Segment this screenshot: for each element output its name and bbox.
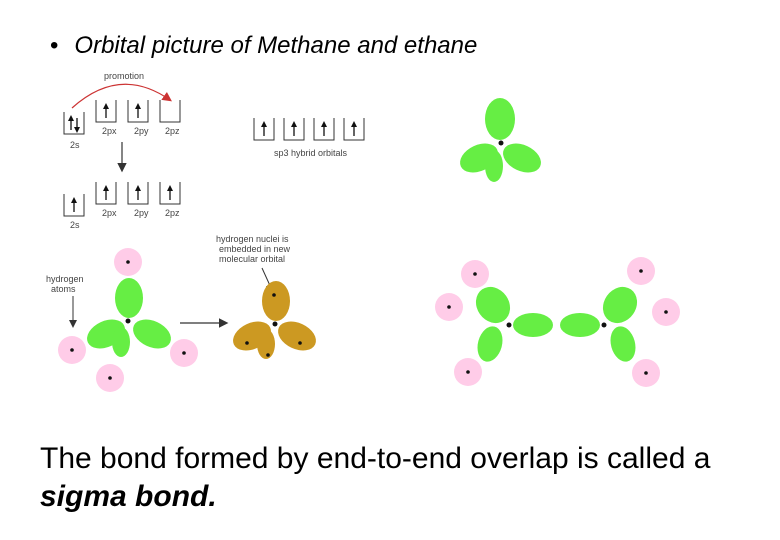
slide-title: • Orbital picture of Methane and ethane (50, 32, 477, 60)
orbital-label-2py-excited: 2py (134, 208, 149, 218)
orbital-label-2px: 2px (102, 126, 117, 136)
orbital-label-2pz: 2pz (165, 126, 180, 136)
promotion-label: promotion (104, 71, 144, 81)
caption: The bond formed by end-to-end overlap is… (40, 440, 760, 516)
embedded-label-2: embedded in new (219, 244, 291, 254)
embedded-label-1: hydrogen nuclei is (216, 234, 289, 244)
title-text: Orbital picture of Methane and ethane (74, 32, 478, 59)
orbital-label-2s-excited: 2s (70, 220, 80, 230)
methane-green (58, 248, 198, 392)
caption-emphasis: sigma bond. (40, 480, 217, 513)
orbital-label-2pz-excited: 2pz (165, 208, 180, 218)
ethane-diagram (435, 257, 680, 387)
promotion-arrow (71, 83, 172, 109)
hydrogen-atoms-label-1: hydrogen (46, 274, 84, 284)
methane-brown (233, 281, 316, 359)
caption-text: The bond formed by end-to-end overlap is… (40, 442, 711, 475)
orbital-label-2py: 2py (134, 126, 149, 136)
excited-state-orbitals: 2s 2px 2py 2pz (63, 181, 181, 230)
orbital-label-2s: 2s (70, 140, 80, 150)
title-bullet: • (50, 32, 59, 59)
hydrogen-atoms-label-2: atoms (51, 284, 76, 294)
sp3-carbon-diagram (460, 98, 541, 182)
hybrid-orbitals: sp3 hybrid orbitals (253, 117, 365, 158)
orbital-label-2px-excited: 2px (102, 208, 117, 218)
embedded-label-3: molecular orbital (219, 254, 285, 264)
hybrid-label: sp3 hybrid orbitals (274, 148, 348, 158)
ground-state-orbitals: 2s 2px 2py 2pz (63, 99, 181, 150)
